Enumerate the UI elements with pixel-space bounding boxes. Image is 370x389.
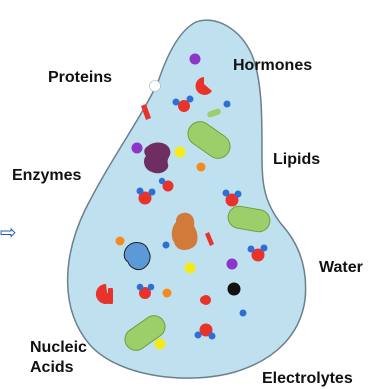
- ion-yellow: [185, 263, 196, 274]
- ion-white: [150, 81, 161, 92]
- ion-orange: [116, 237, 125, 246]
- label-lipids: Lipids: [273, 150, 320, 170]
- ion-orange: [163, 289, 172, 298]
- ion-orange: [197, 163, 206, 172]
- label-nucleic-acids-line2: Acids: [30, 358, 74, 378]
- ion-purple: [227, 259, 238, 270]
- nucleic-acid-bar: [108, 288, 113, 304]
- label-nucleic-acids-line1: Nucleic: [30, 338, 87, 358]
- ion-purple: [132, 143, 143, 154]
- ion-purple: [190, 54, 201, 65]
- label-electrolytes: Electrolytes: [262, 369, 353, 389]
- label-hormones: Hormones: [233, 56, 312, 76]
- water-molecule: [224, 101, 231, 108]
- label-water: Water: [319, 258, 363, 278]
- ion-yellow: [155, 339, 166, 350]
- ion-yellow: [175, 147, 186, 158]
- label-proteins: Proteins: [48, 68, 112, 88]
- ion-red: [200, 296, 208, 304]
- ion-black: [228, 283, 241, 296]
- enzyme-purple: [144, 143, 170, 174]
- water-molecule: [163, 242, 170, 249]
- label-enzymes: Enzymes: [12, 166, 81, 186]
- water-molecule: [240, 310, 247, 317]
- inflow-arrow-icon: ⇨: [0, 222, 17, 242]
